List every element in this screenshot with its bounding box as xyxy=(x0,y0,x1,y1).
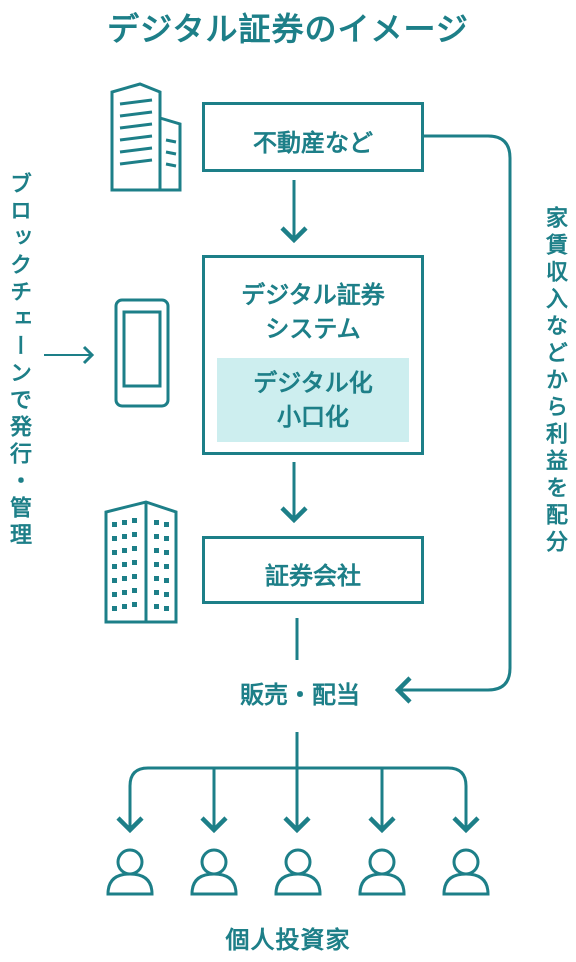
arrow-rent-return xyxy=(394,134,512,704)
person-icon xyxy=(358,848,406,896)
digitalization-panel: デジタル化 小口化 xyxy=(217,358,409,442)
person-icon xyxy=(190,848,238,896)
office-building-icon xyxy=(104,500,178,624)
system-label-line1: デジタル証券 xyxy=(241,281,385,309)
person-icon xyxy=(274,848,322,896)
rent-income-label: 家賃収入などから利益を配分 xyxy=(542,206,567,557)
real-estate-label: 不動産など xyxy=(253,129,373,157)
blockchain-label: ブロックチェーンで発行・管理 xyxy=(6,172,31,550)
building-icon xyxy=(110,82,182,192)
person-icon xyxy=(442,848,490,896)
smartphone-icon xyxy=(114,298,170,408)
system-label: デジタル証券 システム xyxy=(205,278,421,346)
digitalization-label-line1: デジタル化 xyxy=(253,369,373,397)
person-icon xyxy=(106,848,154,896)
digital-securities-system-box: デジタル証券 システム デジタル化 小口化 xyxy=(202,255,424,455)
system-label-line2: システム xyxy=(265,315,361,343)
diagram-title: デジタル証券のイメージ xyxy=(107,10,469,48)
securities-company-label: 証券会社 xyxy=(265,562,361,590)
real-estate-box: 不動産など xyxy=(202,102,424,172)
digitalization-label-line2: 小口化 xyxy=(277,403,349,431)
securities-company-box: 証券会社 xyxy=(202,536,424,604)
sales-dividend-label: 販売・配当 xyxy=(240,681,360,709)
individual-investors-label: 個人投資家 xyxy=(225,926,351,954)
